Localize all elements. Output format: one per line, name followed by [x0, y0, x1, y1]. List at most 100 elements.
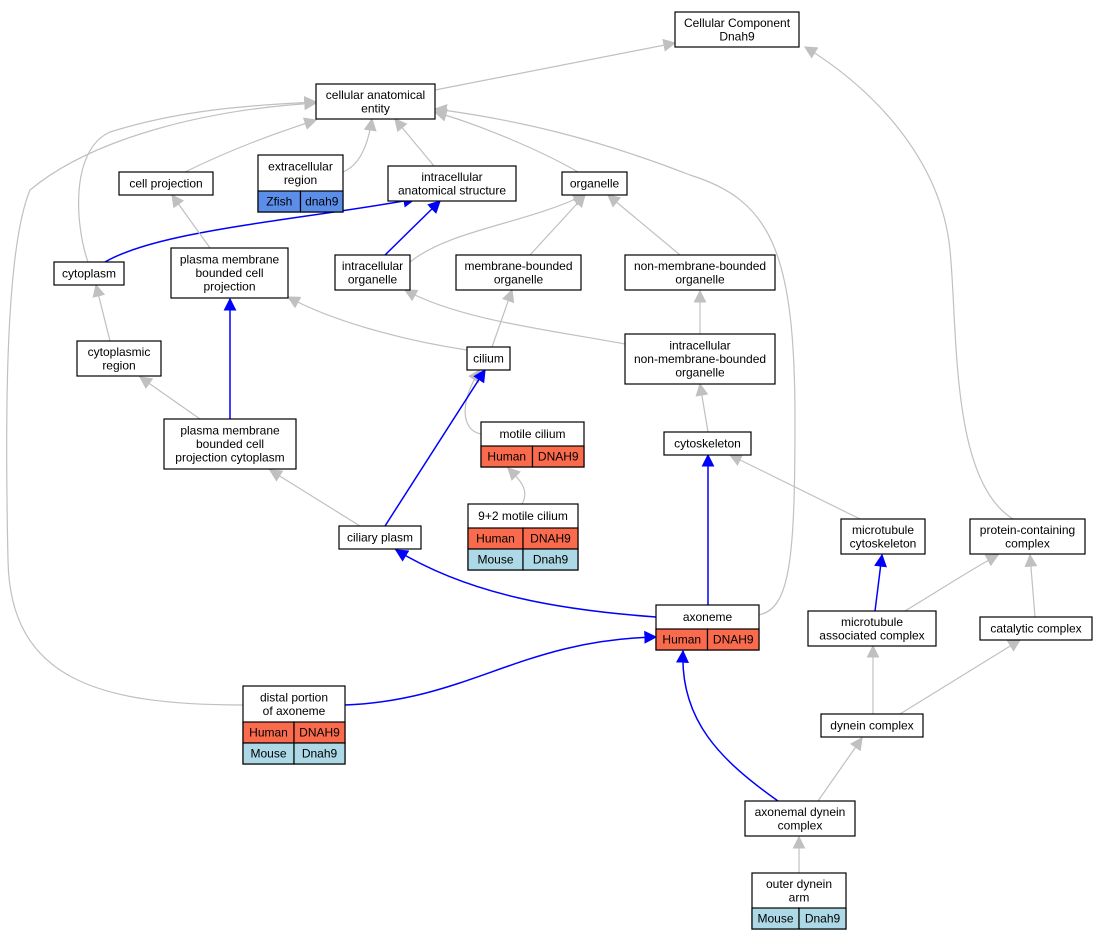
species-gene-label: Dnah9	[805, 912, 841, 926]
node-box	[969, 518, 1086, 555]
edge-nmbo-to-organelle	[607, 194, 681, 256]
species-cell-gene	[522, 548, 579, 571]
go-term-cellproj[interactable]: cell projection	[118, 171, 214, 196]
edge-cilplasm-to-cilium	[384, 368, 486, 527]
go-term-cilium[interactable]: cilium	[466, 346, 511, 371]
edge-pcc-to-root	[803, 46, 1014, 520]
node-label-line: associated complex	[819, 628, 924, 642]
node-label-line: cytoskeleton	[674, 437, 741, 451]
node-label-line: motile cilium	[499, 427, 565, 441]
node-box	[387, 165, 517, 202]
node-box	[840, 518, 926, 555]
go-term-cytoplasm[interactable]: cytoplasm	[53, 261, 125, 286]
edge-cytoplasm-to-cae	[78, 96, 318, 263]
species-gene-label: DNAH9	[713, 633, 754, 647]
node-label-line: intracellular	[421, 170, 482, 184]
edge-distal-to-axoneme	[344, 630, 658, 706]
node-label-line: cilium	[473, 352, 504, 366]
node-label-line: organelle	[570, 177, 620, 191]
node-label-line: extracellular	[268, 159, 333, 173]
node-box	[455, 254, 582, 291]
node-label-line: ciliary plasm	[347, 531, 413, 545]
edge-ninetwo-to-motile	[507, 467, 526, 505]
node-label-line: cytoplasm	[62, 267, 116, 281]
edge-distal-to-cae	[6, 97, 318, 706]
node-label-line: non-membrane-bounded	[634, 259, 766, 273]
edge-cae-to-root	[434, 38, 677, 91]
node-box	[561, 171, 628, 196]
node-label-line: projection cytoplasm	[175, 451, 284, 465]
go-term-cytoskel[interactable]: cytoskeleton	[663, 431, 752, 456]
edge-axdyn-to-dynein	[817, 736, 863, 802]
species-gene-label: dnah9	[305, 195, 339, 209]
node-label-line: plasma membrane	[180, 424, 280, 438]
go-term-cilplasm[interactable]: ciliary plasm	[338, 525, 422, 550]
node-label-line: anatomical structure	[398, 183, 506, 197]
species-gene-label: DNAH9	[299, 726, 340, 740]
node-box	[163, 418, 297, 470]
node-label-line: dynein complex	[830, 719, 913, 733]
node-label-line: arm	[789, 890, 810, 904]
node-label-line: cellular anatomical	[326, 88, 425, 102]
edge-mbo-to-organelle	[529, 194, 586, 256]
node-label-line: organelle	[675, 366, 725, 380]
edge-axoneme-to-cilplasm	[394, 549, 657, 618]
species-gene-label: Dnah9	[302, 747, 338, 761]
node-label-line: microtubule	[852, 523, 914, 537]
node-label-line: bounded cell	[195, 266, 263, 280]
node-label-line: organelle	[675, 272, 725, 286]
species-cell-gene	[293, 742, 346, 765]
node-label-line: 9+2 motile cilium	[478, 509, 568, 523]
species-organism-label: Human	[476, 532, 515, 546]
node-label-line: membrane-bounded	[464, 259, 572, 273]
species-organism-label: Mouse	[477, 553, 513, 567]
node-box	[338, 525, 422, 550]
species-gene-label: Dnah9	[533, 553, 569, 567]
node-box	[807, 610, 937, 647]
edge-pmbcpc-to-cytoreg	[138, 376, 201, 420]
go-term-catcomp[interactable]: catalytic complex	[979, 616, 1093, 641]
edge-pmbcp-to-cellproj	[171, 193, 211, 249]
species-organism-label: Human	[487, 450, 526, 464]
node-label-line: organelle	[348, 272, 398, 286]
node-label-line: distal portion	[260, 690, 328, 704]
edge-axdyn-to-axoneme	[676, 649, 779, 802]
species-organism-label: Mouse	[757, 912, 793, 926]
node-label-line: Dnah9	[719, 29, 755, 43]
node-label-line: cytoplasmic	[88, 345, 151, 359]
go-term-organelle[interactable]: organelle	[561, 171, 628, 196]
edge-mtac-to-mtcyto	[874, 553, 887, 612]
edge-intraorg-to-intraanat	[384, 200, 441, 256]
edge-cytoskel-to-inmbo	[695, 382, 709, 433]
edge-cilium-to-pmbcp	[286, 296, 468, 351]
node-box	[315, 83, 436, 120]
node-label-line: Cellular Component	[684, 16, 791, 30]
go-term-inmbo[interactable]: intracellularnon-membrane-boundedorganel…	[624, 333, 776, 385]
species-cell-gene	[706, 628, 760, 651]
go-term-dynein[interactable]: dynein complex	[820, 713, 924, 738]
species-organism-label: Human	[249, 726, 288, 740]
species-organism-label: Mouse	[250, 747, 286, 761]
node-label-line: cytoskeleton	[850, 536, 917, 550]
